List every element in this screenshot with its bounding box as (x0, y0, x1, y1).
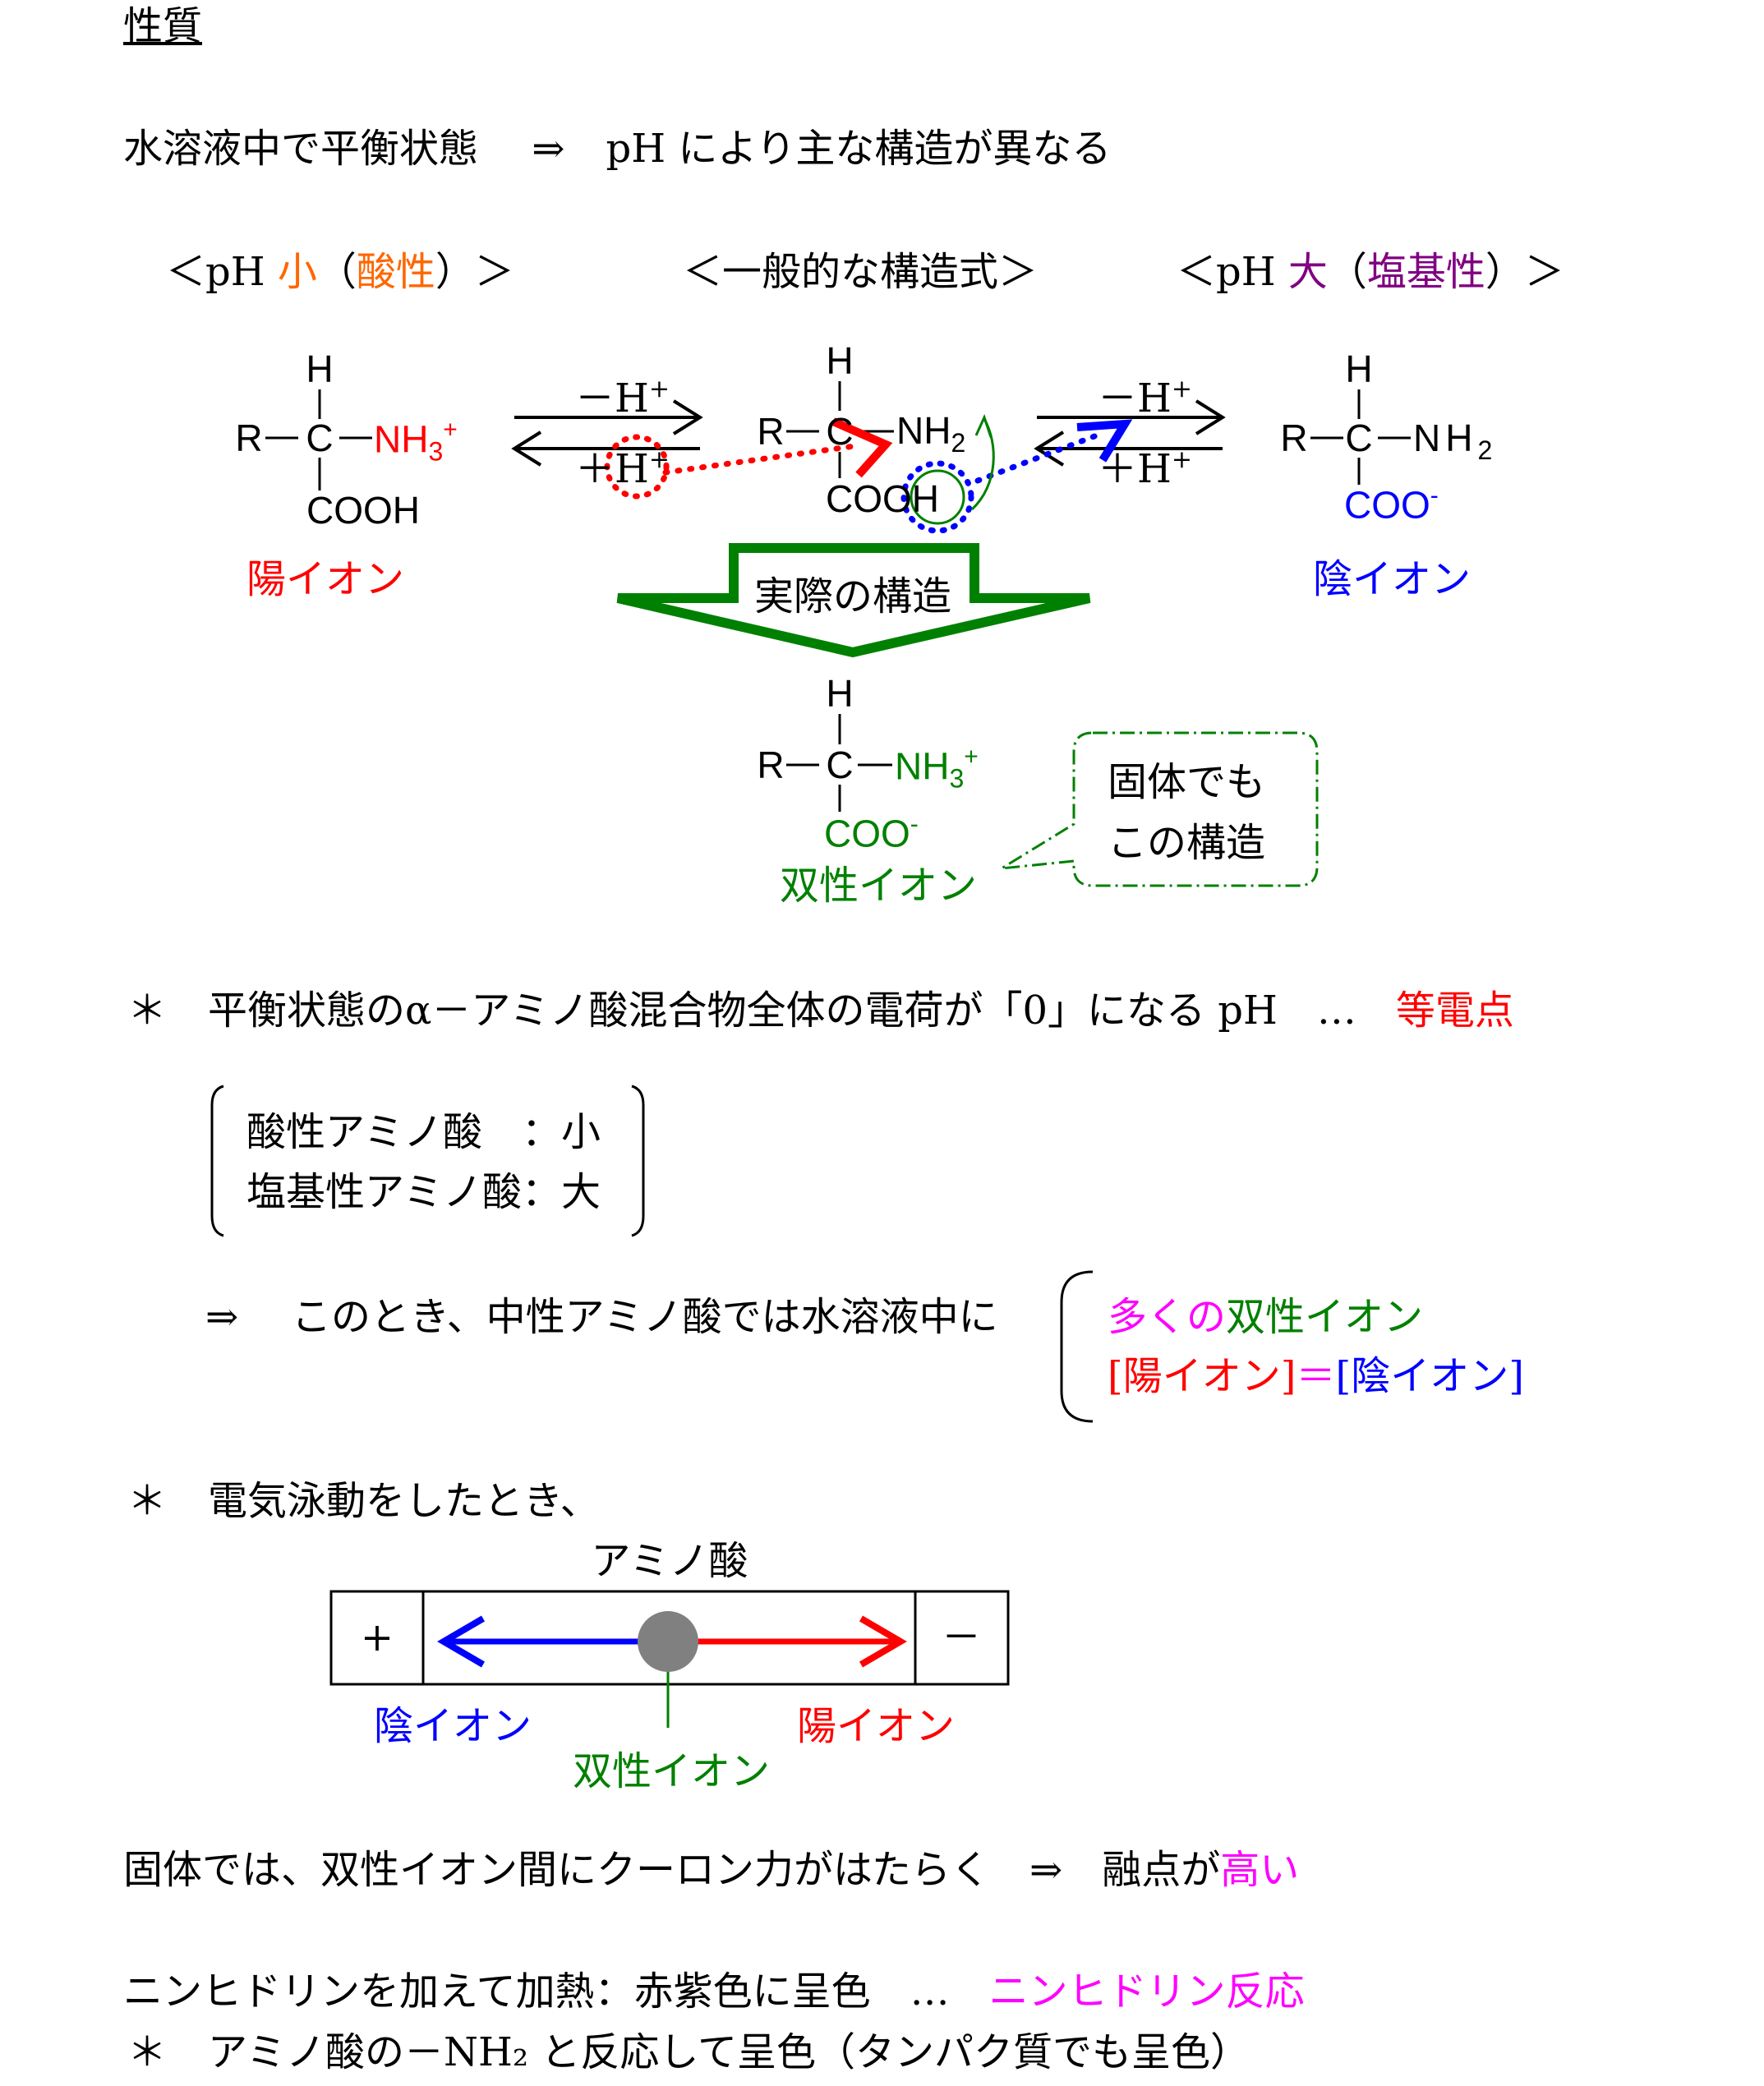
implies-arrow: ⇒ (532, 126, 565, 172)
neutral-line1: 多くの双性イオン (1108, 1294, 1424, 1340)
amino-acid-dot (638, 1611, 698, 1672)
amino-acid-label: アミノ酸 (591, 1538, 748, 1584)
star-3: ＊ (127, 2029, 168, 2075)
intro-line: 水溶液中で平衡状態 ⇒pH により主な構造が異なる (123, 129, 1111, 168)
ep-cation-label: 陽イオン (797, 1703, 956, 1749)
isoelectric-term: 等電点 (1395, 988, 1514, 1034)
section-title: 性質 (123, 3, 203, 49)
neutral-line2: [陽イオン]＝[陰イオン] (1108, 1353, 1524, 1399)
star-1: ＊ (127, 988, 168, 1034)
ninhydrin-text: ニンヒドリンを加えて加熱：赤紫色に呈色 …ニンヒドリン反応 (123, 1969, 1305, 2015)
callout-line1: 固体でも (1108, 759, 1266, 805)
minus-h-left: －H+ (575, 375, 670, 421)
plus-h-left: ＋H+ (575, 445, 670, 492)
ep-zwitter-label: 双性イオン (573, 1748, 771, 1794)
star-2: ＊ (127, 1478, 168, 1524)
heading-general: ＜一般的な構造式＞ (683, 249, 1039, 295)
cation-label: 陽イオン (246, 556, 405, 602)
heading-base: ＜pH 大（塩基性）＞ (1177, 249, 1564, 295)
heading-acid: ＜pH 小（酸性）＞ (166, 249, 514, 295)
plus-electrode: + (360, 1614, 394, 1660)
note-text: アミノ酸の－NH₂ と反応して呈色（タンパク質でも呈色） (208, 2029, 1250, 2075)
intro-right: pH により主な構造が異なる (606, 126, 1112, 172)
isoelectric-text: 平衡状態のα－アミノ酸混合物全体の電荷が「0」になる pH …等電点 (208, 988, 1514, 1034)
minus-electrode: － (941, 1614, 982, 1660)
implies-arrow-2: ⇒ (205, 1294, 239, 1340)
intro-left: 水溶液中で平衡状態 (123, 126, 479, 172)
ep-anion-label: 陰イオン (374, 1703, 532, 1749)
neutral-text: このとき、中性アミノ酸では水溶液中に (292, 1294, 998, 1340)
electrophoresis-text: 電気泳動をしたとき、 (208, 1478, 600, 1524)
bracket-line2: 塩基性アミノ酸：大 (246, 1169, 601, 1215)
plus-h-right: ＋H+ (1098, 445, 1193, 492)
anion-label: 陰イオン (1313, 556, 1472, 602)
callout-line2: この構造 (1108, 820, 1266, 866)
bracket-line1: 酸性アミノ酸 ：小 (246, 1109, 601, 1155)
minus-h-right: －H+ (1098, 375, 1193, 421)
zwitterion-label: 双性イオン (780, 863, 978, 909)
melting-text: 固体では、双性イオン間にクーロン力がはたらく ⇒ 融点が高い (123, 1847, 1300, 1893)
actual-structure-label: 実際の構造 (753, 573, 952, 619)
